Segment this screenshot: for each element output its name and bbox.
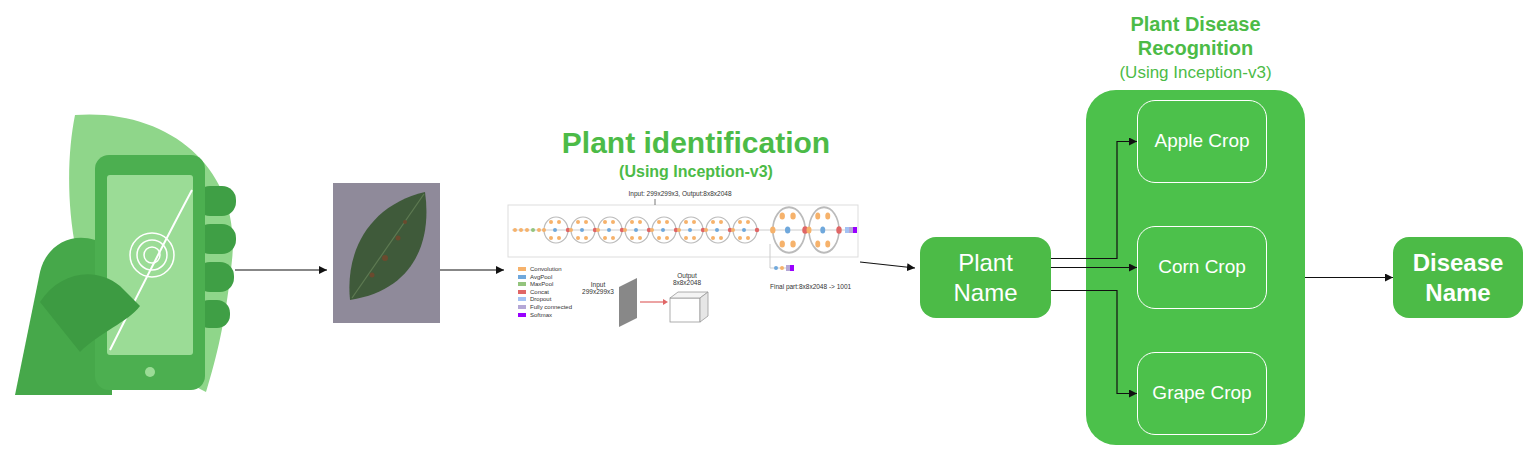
crop-box: Apple Crop — [1137, 100, 1267, 183]
conv-dot — [513, 228, 517, 232]
legend-text: Convolution — [530, 266, 562, 272]
node-text: Apple Crop — [1154, 130, 1249, 153]
legend-text: Dropout — [530, 296, 551, 302]
leaf-photo — [333, 183, 440, 323]
legend-row: AvgPool — [518, 274, 552, 280]
group-heading: Plant Disease Recognition(Using Inceptio… — [1086, 12, 1305, 84]
thumb — [40, 274, 140, 352]
flow-arrow — [235, 269, 327, 270]
scan-ring — [130, 233, 174, 277]
result-box: Disease Name — [1393, 237, 1523, 318]
network-note: Input: 299x299x3, Output:8x8x2048 — [585, 190, 775, 197]
group-box: Plant Disease Recognition(Using Inceptio… — [1086, 90, 1305, 445]
phone-button — [145, 367, 155, 377]
inception-module — [596, 217, 624, 243]
group-heading-text: Plant Disease Recognition — [1106, 12, 1286, 60]
node-text: Grape Crop — [1152, 382, 1251, 405]
softmax-block — [853, 227, 857, 233]
disease-spot — [396, 236, 401, 241]
crop-box: Grape Crop — [1137, 352, 1267, 435]
node-text: Disease Name — [1403, 248, 1513, 308]
inception-module — [650, 217, 678, 243]
legend-text: Softmax — [530, 312, 552, 318]
process-box: Plant Name — [920, 237, 1051, 318]
disease-spot — [370, 273, 375, 278]
transform-arrow-head — [663, 299, 668, 305]
legend-row: MaxPool — [518, 281, 553, 287]
transform-arrow — [640, 301, 663, 302]
input-tick — [655, 199, 656, 205]
node-text: Corn Crop — [1158, 256, 1246, 279]
legend-row: Fully connected — [518, 304, 572, 310]
node-text: Plant Name — [930, 248, 1041, 308]
crop-box: Corn Crop — [1137, 226, 1267, 309]
scan-ring — [137, 240, 167, 270]
group-heading-text: (Using Inception-v3) — [1086, 62, 1305, 84]
conv-dot — [525, 228, 529, 232]
inception-module — [542, 217, 570, 243]
legend-swatch — [518, 305, 526, 309]
aux-branch — [770, 244, 792, 268]
inception-module — [569, 217, 597, 243]
flow-arrow — [440, 269, 504, 270]
fc-block — [786, 265, 790, 271]
input-plane — [619, 278, 637, 327]
photo-leaf — [349, 192, 426, 300]
phone-screen — [107, 175, 193, 355]
legend-row: Concat — [518, 289, 549, 295]
section-title: Plant identification — [446, 126, 946, 161]
fc-block — [849, 227, 853, 233]
scan-ring — [144, 247, 160, 263]
leaf-vein — [110, 190, 192, 350]
disease-spot — [403, 220, 407, 224]
network-frame — [508, 205, 858, 257]
legend-row: Dropout — [518, 296, 551, 302]
legend-text: MaxPool — [530, 281, 553, 287]
legend-row: Convolution — [518, 266, 562, 272]
inception-module — [704, 217, 732, 243]
legend-swatch — [518, 267, 526, 271]
legend-row: Softmax — [518, 312, 552, 318]
output-cube-side — [700, 292, 708, 322]
dropout-block — [845, 227, 849, 233]
legend-text: AvgPool — [530, 274, 552, 280]
inception-module — [677, 217, 705, 243]
softmax-block — [790, 265, 794, 271]
legend-text: Fully connected — [530, 304, 572, 310]
disease-spot — [382, 255, 388, 261]
connector-arrow — [1305, 277, 1393, 278]
photo-vein — [352, 194, 424, 298]
inception-module — [770, 207, 808, 253]
legend-swatch — [518, 282, 526, 286]
legend-swatch — [518, 313, 526, 317]
section-subtitle: (Using Inception-v3) — [546, 163, 846, 181]
conv-dot — [780, 266, 784, 270]
network-note: Input 299x299x3 — [579, 281, 617, 296]
output-cube — [670, 298, 700, 322]
inception-module — [807, 207, 842, 253]
legend-swatch — [518, 275, 526, 279]
legend-text: Concat — [530, 289, 549, 295]
flow-arrow — [860, 262, 915, 268]
inception-module — [623, 217, 651, 243]
legend-swatch — [518, 290, 526, 294]
legend-swatch — [518, 297, 526, 301]
pool-dot — [774, 266, 778, 270]
phone-body — [95, 155, 205, 390]
conv-dot — [519, 228, 523, 232]
network-note: Output 8x8x2048 — [664, 272, 710, 287]
pool-dot — [531, 228, 535, 232]
inception-module — [731, 217, 759, 243]
conv-dot — [537, 228, 541, 232]
network-note: Final part:8x8x2048 -> 1001 — [770, 283, 880, 290]
